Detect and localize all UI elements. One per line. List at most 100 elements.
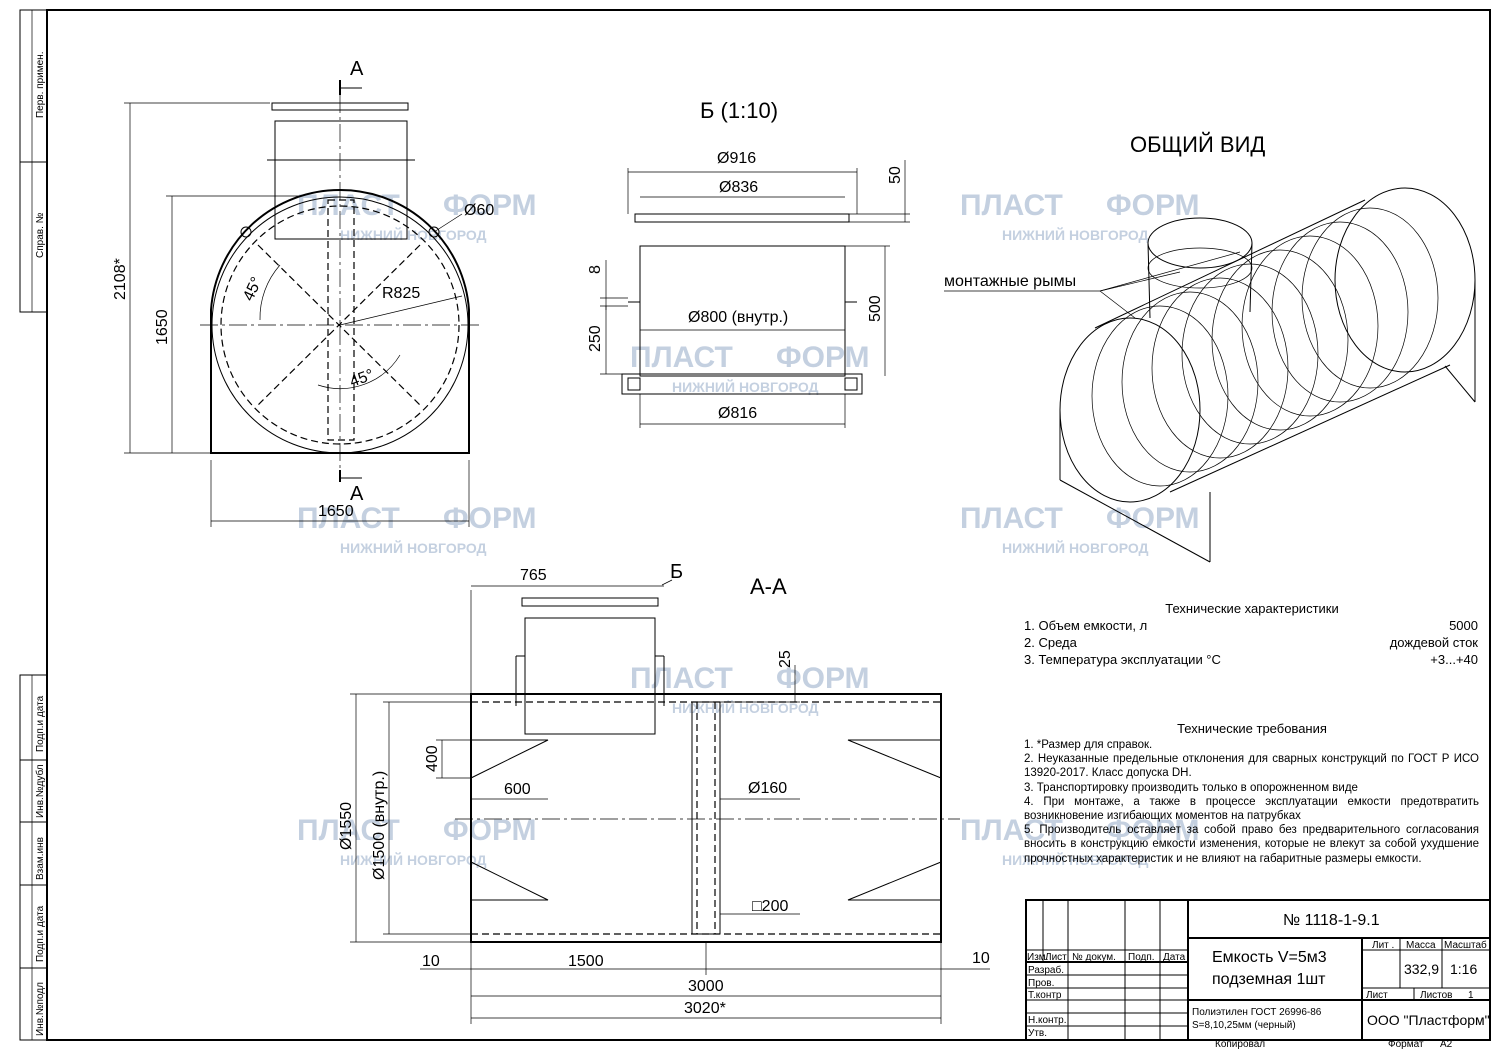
dim-3000: 3000 — [688, 978, 724, 995]
dim-400: 400 — [424, 745, 441, 772]
dim-sq200: □200 — [752, 898, 788, 915]
svg-text:ФОРМ: ФОРМ — [776, 341, 870, 374]
section-mark-bottom: А — [350, 483, 364, 505]
watermark: ПЛАСТ ФОРМ НИЖНИЙ НОВГОРОД — [630, 341, 870, 395]
svg-text:НИЖНИЙ НОВГОРОД: НИЖНИЙ НОВГОРОД — [340, 851, 487, 868]
watermark: ПЛАСТ ФОРМ НИЖНИЙ НОВГОРОД — [630, 662, 870, 716]
sheet-label: Лист — [1366, 990, 1388, 1001]
watermark: ПЛАСТ ФОРМ НИЖНИЙ НОВГОРОД — [960, 502, 1200, 556]
svg-text:ФОРМ: ФОРМ — [1106, 502, 1200, 535]
svg-text:ФОРМ: ФОРМ — [1106, 814, 1200, 847]
spec-row-2: 2. Среда дождевой сток — [1024, 635, 1478, 650]
dim-d1550: Ø1550 — [338, 802, 355, 850]
dim-10-left: 10 — [422, 953, 440, 970]
dim-600: 600 — [504, 781, 531, 798]
role-razrab: Разраб. — [1028, 964, 1064, 976]
material-1: Полиэтилен ГОСТ 26996-86 — [1192, 1007, 1322, 1018]
spec-value: +3...+40 — [1430, 652, 1478, 667]
svg-text:ПЛАСТ: ПЛАСТ — [960, 814, 1063, 847]
format-label: Формат — [1388, 1039, 1424, 1050]
spec-label: 1. Объем емкости, л — [1024, 618, 1148, 633]
dim-1500: 1500 — [568, 953, 604, 970]
spec-row-3: 3. Температура эксплуатации °С +3...+40 — [1024, 652, 1478, 667]
dim-1650-v: 1650 — [154, 309, 171, 345]
dim-d60: Ø60 — [464, 202, 494, 219]
requirement-item: 2. Неуказанные предельные отклонения для… — [1024, 753, 1479, 780]
svg-text:ПЛАСТ: ПЛАСТ — [630, 662, 733, 695]
col-lit: Лит . — [1372, 940, 1394, 951]
row-list: Лист — [1045, 952, 1067, 963]
requirement-item: 4. При монтаже, а также в процессе экспл… — [1024, 795, 1479, 823]
svg-text:ПЛАСТ: ПЛАСТ — [960, 189, 1063, 222]
requirements-list: 1. *Размер для справок. 2. Неуказанные п… — [1024, 738, 1479, 866]
stamp-sprav: Справ. № — [35, 212, 46, 258]
sheet-frame — [19, 9, 1491, 1041]
dim-d1500: Ø1500 (внутр.) — [371, 771, 388, 880]
row-podp: Подп. — [1128, 952, 1155, 963]
dim-8: 8 — [587, 265, 604, 274]
sheets-label: Листов — [1420, 990, 1453, 1001]
svg-text:НИЖНИЙ НОВГОРОД: НИЖНИЙ НОВГОРОД — [1002, 226, 1149, 243]
angle-45-bottom: 45° — [348, 367, 377, 391]
spec-label: 3. Температура эксплуатации °С — [1024, 652, 1221, 667]
svg-text:НИЖНИЙ НОВГОРОД: НИЖНИЙ НОВГОРОД — [340, 226, 487, 243]
dim-d836: Ø836 — [719, 179, 758, 196]
svg-text:ПЛАСТ: ПЛАСТ — [297, 189, 400, 222]
iso-view: ОБЩИЙ ВИД монтажные рымы — [944, 132, 1476, 563]
watermark: ПЛАСТ ФОРМ НИЖНИЙ НОВГОРОД — [297, 502, 537, 556]
spec-row-1: 1. Объем емкости, л 5000 — [1024, 618, 1478, 633]
dim-1650-h: 1650 — [318, 503, 354, 520]
doc-number: № 1118-1-9.1 — [1283, 912, 1380, 929]
svg-text:НИЖНИЙ НОВГОРОД: НИЖНИЙ НОВГОРОД — [672, 699, 819, 716]
svg-text:НИЖНИЙ НОВГОРОД: НИЖНИЙ НОВГОРОД — [340, 539, 487, 556]
dim-765: 765 — [520, 567, 547, 584]
svg-text:НИЖНИЙ НОВГОРОД: НИЖНИЙ НОВГОРОД — [1002, 851, 1149, 868]
svg-text:ФОРМ: ФОРМ — [443, 502, 537, 535]
watermarks: ПЛАСТ ФОРМ НИЖНИЙ НОВГОРОД ПЛАСТ ФОРМ НИ… — [297, 189, 1200, 868]
sheets-value: 1 — [1468, 990, 1474, 1001]
dim-3020: 3020* — [684, 1000, 726, 1017]
stamp-inv-podl: Инв.№подл — [35, 982, 46, 1036]
dim-250: 250 — [587, 325, 604, 352]
stamp-vzam: Взам.инв — [35, 837, 46, 880]
role-nkontr: Н.контр. — [1028, 1015, 1067, 1026]
role-prov: Пров. — [1028, 978, 1054, 989]
dim-2108: 2108* — [112, 258, 129, 300]
format-value: А2 — [1440, 1039, 1453, 1050]
svg-text:ПЛАСТ: ПЛАСТ — [297, 502, 400, 535]
section-view: А-А Б 765 25 400 600 Ø160 □ — [338, 561, 990, 1024]
detail-title: Б (1:10) — [700, 98, 778, 123]
iso-label-lugs: монтажные рымы — [944, 273, 1076, 290]
svg-text:ПЛАСТ: ПЛАСТ — [960, 502, 1063, 535]
dim-d916: Ø916 — [717, 150, 756, 167]
requirements-title: Технические требования — [1177, 721, 1327, 736]
col-mass: Масса — [1406, 940, 1436, 951]
spec-label: 2. Среда — [1024, 635, 1077, 650]
svg-text:ПЛАСТ: ПЛАСТ — [630, 341, 733, 374]
section-mark-top: А — [350, 58, 364, 80]
stamp-podp-2: Подп.и дата — [35, 905, 46, 962]
watermark: ПЛАСТ ФОРМ НИЖНИЙ НОВГОРОД — [297, 814, 537, 868]
copied-label: Копировал — [1215, 1039, 1265, 1050]
watermark: ПЛАСТ ФОРМ НИЖНИЙ НОВГОРОД — [960, 814, 1200, 868]
detail-view: Б (1:10) Ø916 Ø836 Ø800 (внутр.) Ø816 50… — [587, 98, 910, 428]
requirement-item: 5. Производитель оставляет за собой прав… — [1024, 824, 1479, 865]
row-izm: Изм. — [1027, 952, 1048, 963]
dim-d800: Ø800 (внутр.) — [688, 309, 788, 326]
stamp-inv-dubl: Инв.№дубл — [34, 764, 46, 818]
svg-text:НИЖНИЙ НОВГОРОД: НИЖНИЙ НОВГОРОД — [1002, 539, 1149, 556]
iso-title: ОБЩИЙ ВИД — [1130, 132, 1265, 157]
stamp-perv: Перв. примен. — [35, 52, 46, 118]
requirement-item: 1. *Размер для справок. — [1024, 739, 1153, 751]
spec-value: 5000 — [1449, 618, 1478, 633]
row-doc: № докум. — [1072, 952, 1116, 963]
scale-value: 1:16 — [1450, 961, 1477, 977]
dim-25: 25 — [777, 650, 794, 668]
company: ООО "Пластформ" — [1367, 1012, 1490, 1028]
dim-500: 500 — [867, 295, 884, 322]
svg-text:ФОРМ: ФОРМ — [776, 662, 870, 695]
material-2: S=8,10,25мм (черный) — [1192, 1020, 1296, 1031]
doc-name-1: Емкость V=5м3 — [1212, 949, 1327, 966]
spec-value: дождевой сток — [1389, 635, 1478, 650]
